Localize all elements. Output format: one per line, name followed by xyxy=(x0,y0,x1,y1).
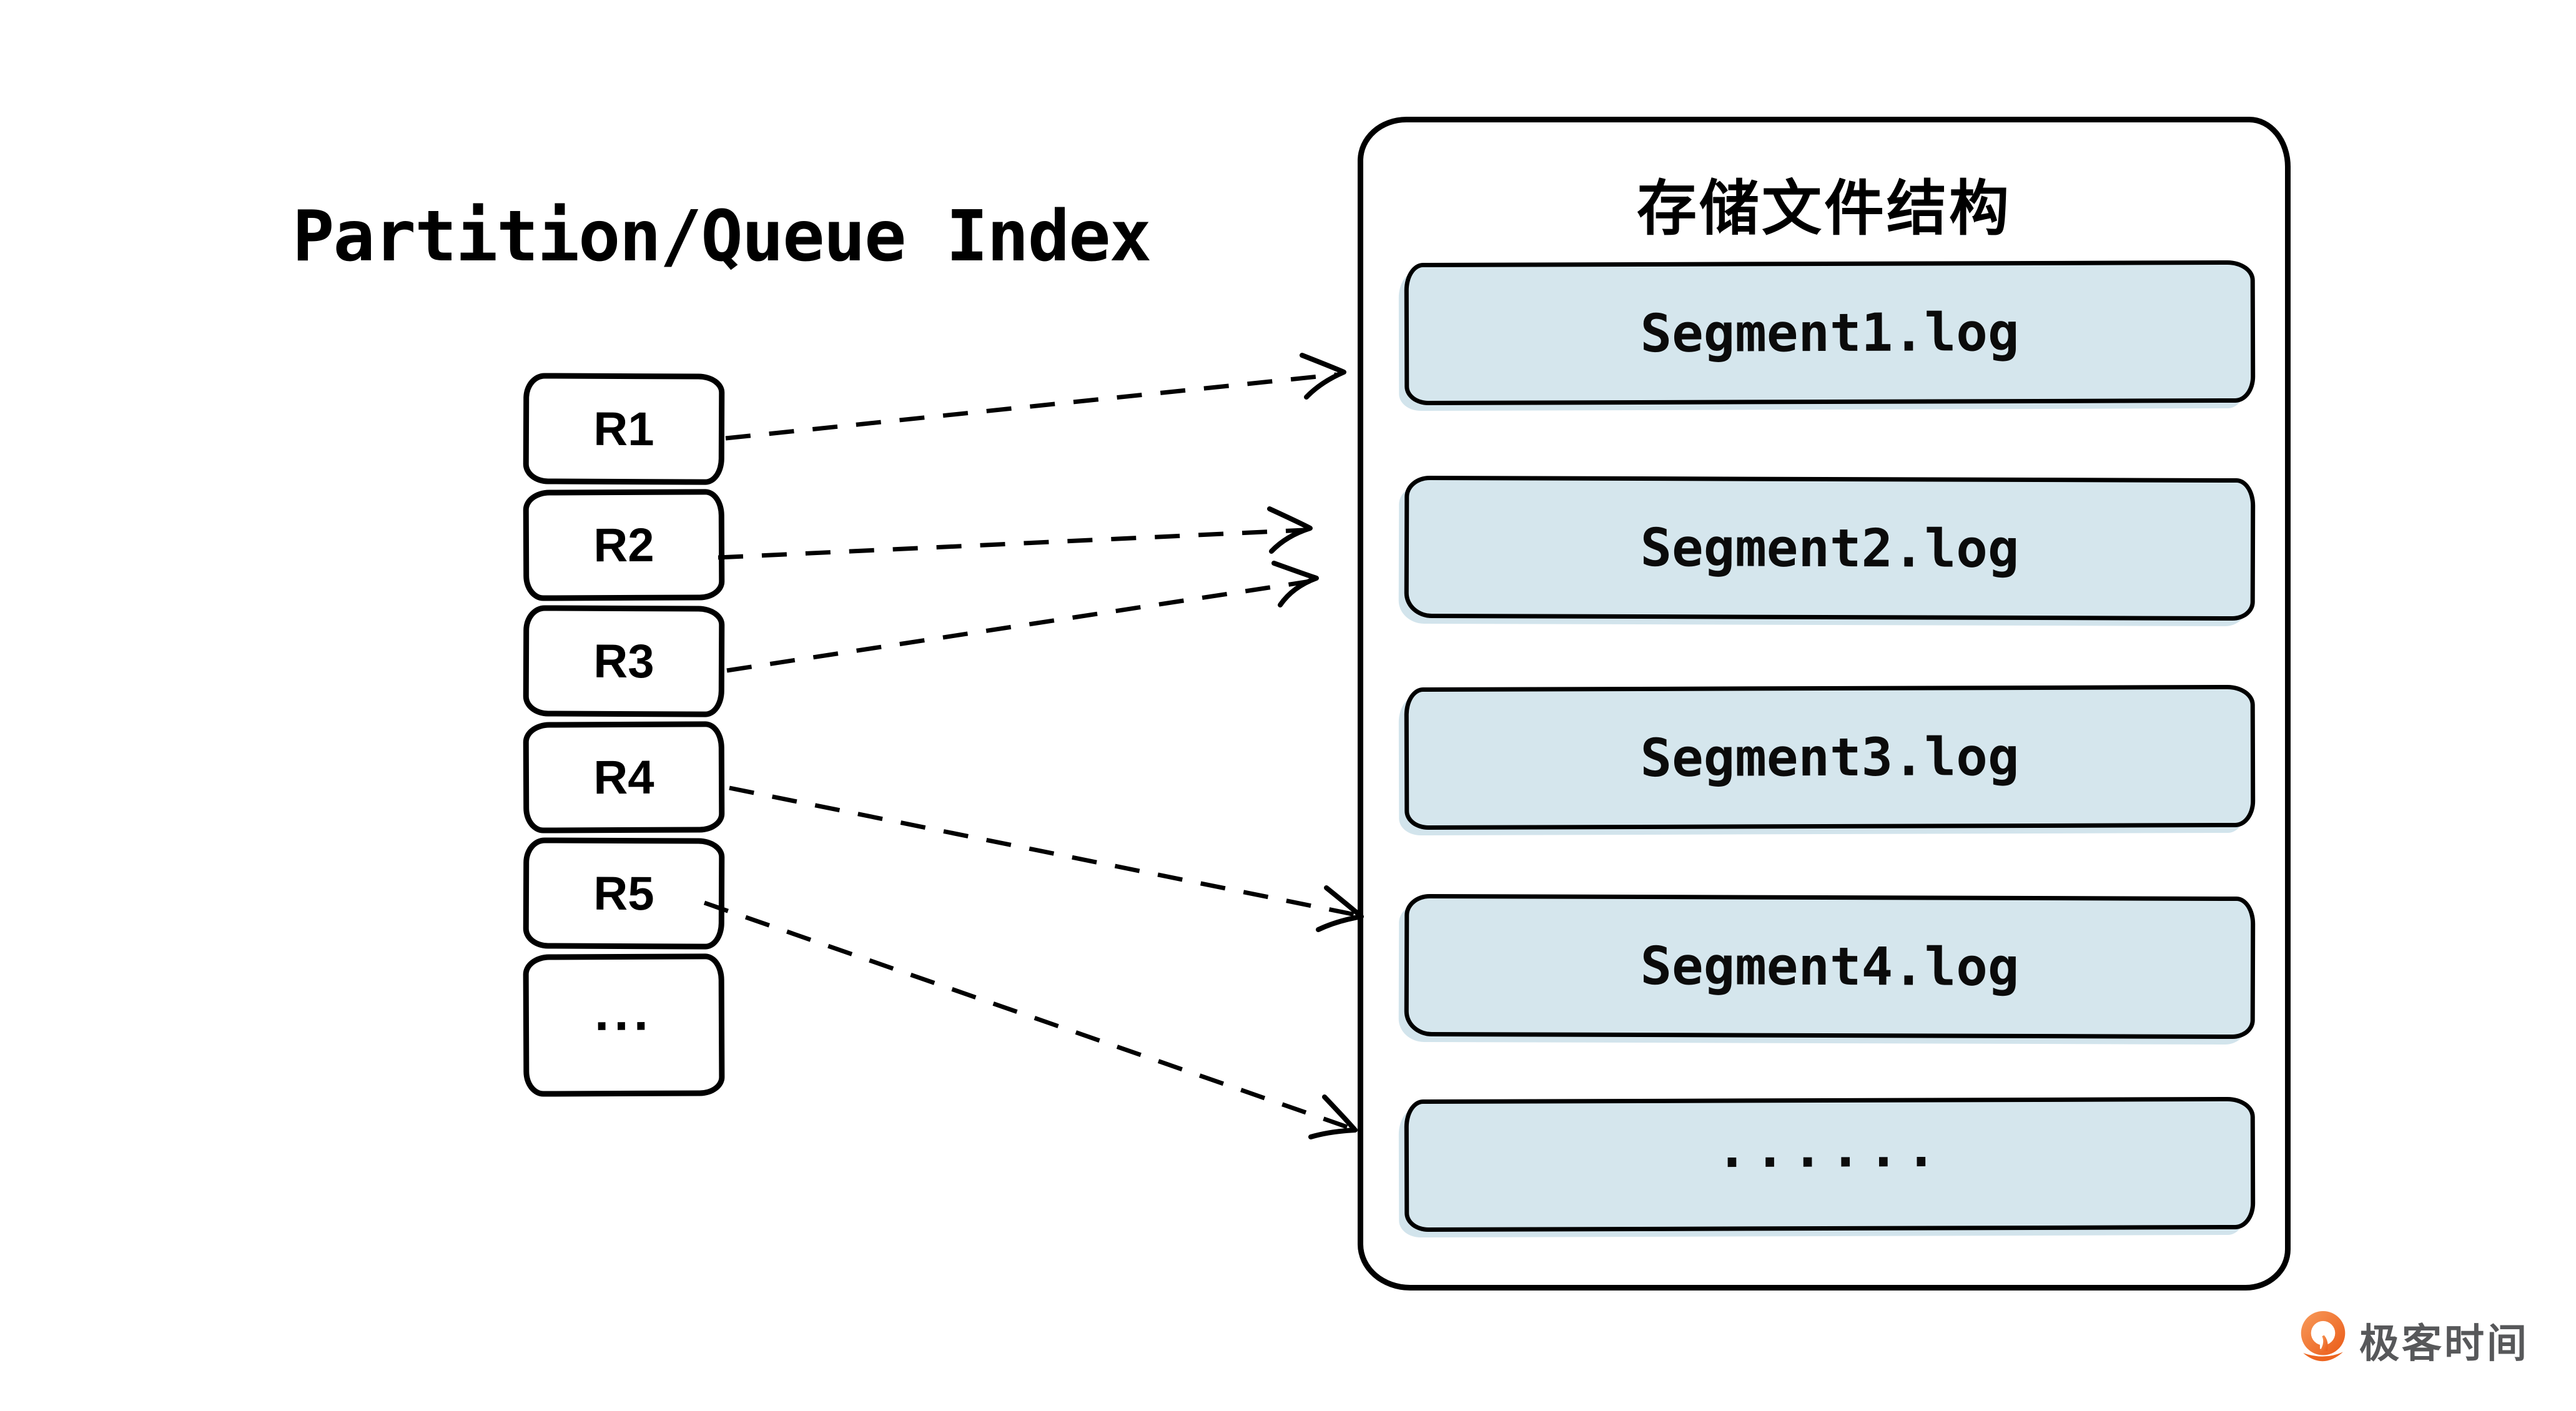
segment-label: Segment4.log xyxy=(1640,935,2020,998)
edge-r1-segment1 xyxy=(725,372,1337,441)
edge-r5-ellipsis-arrowhead xyxy=(1308,1094,1358,1139)
partition-node-r4: R4 xyxy=(523,721,725,833)
partition-node-r1: R1 xyxy=(523,373,725,485)
partition-node-r3: R3 xyxy=(523,605,725,717)
partition-node-label: ... xyxy=(594,981,654,1041)
segment-row-2: Segment2.log xyxy=(1404,475,2256,621)
partition-node-ellipsis: ... xyxy=(523,953,725,1097)
left-column-title: Partition/Queue Index xyxy=(292,196,1152,277)
edge-r3-segment2 xyxy=(726,579,1311,673)
geektime-pin-icon xyxy=(2301,1310,2346,1362)
edge-r3-segment2-arrowhead xyxy=(1271,561,1319,607)
storage-file-structure-box: 存储文件结构 Segment1.log Segment2.log Segment… xyxy=(1358,117,2291,1291)
segment-row-ellipsis: ...... xyxy=(1404,1096,2256,1232)
partition-node-r2: R2 xyxy=(523,489,725,601)
edge-r4-segment4-arrowhead xyxy=(1316,885,1364,932)
geektime-logo: 极客时间 xyxy=(2297,1309,2529,1372)
segment-label: Segment3.log xyxy=(1640,726,2020,789)
partition-node-label: R3 xyxy=(593,634,654,688)
segment-label: ...... xyxy=(1716,1117,1943,1180)
segment-row-1: Segment1.log xyxy=(1404,260,2256,406)
segment-label: Segment1.log xyxy=(1640,302,2020,364)
edge-r1-segment1-arrowhead xyxy=(1300,353,1346,400)
partition-node-label: R2 xyxy=(593,518,654,572)
edge-r4-segment4 xyxy=(729,785,1356,917)
partition-node-label: R1 xyxy=(593,402,654,456)
edge-r5-ellipsis xyxy=(703,900,1350,1130)
segment-row-4: Segment4.log xyxy=(1404,893,2256,1040)
segment-label: Segment2.log xyxy=(1640,517,2020,579)
geektime-logo-text: 极客时间 xyxy=(2359,1321,2529,1366)
storage-box-title: 存储文件结构 xyxy=(1637,175,2011,242)
partition-node-r5: R5 xyxy=(523,837,725,950)
edge-r2-segment2-arrowhead xyxy=(1267,506,1313,554)
partition-node-label: R5 xyxy=(593,867,654,920)
segment-row-3: Segment3.log xyxy=(1404,684,2256,830)
edge-r2-segment2 xyxy=(718,528,1305,560)
partition-node-label: R4 xyxy=(593,750,654,804)
